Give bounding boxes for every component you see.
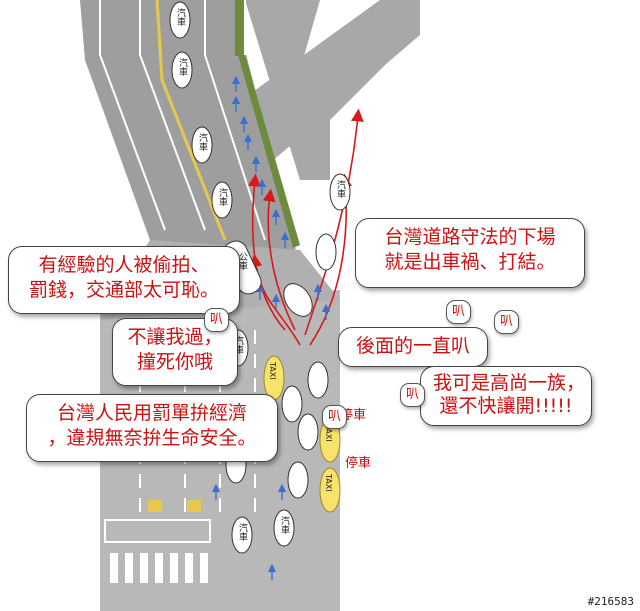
bubble-noble: 我可是高尚一族， 還不快讓開!!!!! <box>420 366 592 426</box>
bubble-line: 有經驗的人被偷拍、 <box>38 254 210 276</box>
car-label-4: 汽車 <box>217 188 227 206</box>
car <box>315 233 337 271</box>
car-label-7: 汽車 <box>237 523 247 541</box>
bubble-line: 我可是高尚一族， <box>433 372 586 394</box>
honk-bubble-1: 叭 <box>204 308 230 332</box>
bubble-fine-economy: 台灣人民用罰單拚經濟 ，違規無奈拚生命安全。 <box>26 394 278 462</box>
green-shoulder <box>238 55 300 248</box>
bubble-line: 不讓我過， <box>127 326 223 348</box>
bubble-line: 台灣道路守法的下場 <box>384 226 556 248</box>
car <box>273 509 295 547</box>
car <box>283 283 313 317</box>
car-label-5: 汽車 <box>335 180 345 198</box>
bubble-line: 撞死你哦 <box>136 351 213 373</box>
taxis <box>263 355 341 513</box>
car <box>231 516 253 554</box>
car <box>287 461 309 499</box>
car <box>211 181 233 219</box>
upper-road <box>80 0 300 320</box>
car <box>191 126 213 164</box>
upper-lane-lines <box>99 0 266 241</box>
bus-label: 公車 <box>237 252 247 270</box>
taxi-label-1: TAXI <box>268 362 277 380</box>
bubble-traffic-result: 台灣道路守法的下場 就是出車禍、打結。 <box>355 218 585 288</box>
car-label-8: 汽車 <box>279 516 289 534</box>
bubble-line: 台灣人民用罰單拚經濟 <box>56 402 247 424</box>
bubble-line: ，違規無奈拚生命安全。 <box>47 427 257 449</box>
car-label-1: 汽車 <box>175 8 185 26</box>
stop-box <box>104 519 211 543</box>
car <box>297 413 319 451</box>
taxi <box>319 467 341 513</box>
car <box>171 51 193 89</box>
bubble-line: 罰錢，交通部太可恥。 <box>28 279 219 301</box>
crosswalk <box>110 553 208 583</box>
bubble-threat: 不讓我過， 撞死你哦 <box>112 318 238 386</box>
watermark: #216583 <box>587 595 634 608</box>
bubble-line: 後面的一直叭 <box>355 335 470 357</box>
yellow-center-line <box>155 0 227 241</box>
parked-label-2: 停車 <box>345 456 372 471</box>
car <box>307 361 329 399</box>
car <box>281 385 303 423</box>
honk-bubble-3: 叭 <box>494 310 520 334</box>
bubble-ministry-shame: 有經驗的人被偷拍、 罰錢，交通部太可恥。 <box>8 246 240 314</box>
car <box>169 1 191 39</box>
road-yellow-marks <box>148 500 201 512</box>
car-label-3: 汽車 <box>197 133 207 151</box>
car <box>329 173 351 211</box>
green-shoulder-top <box>235 0 244 56</box>
taxi-label-3: TAXI <box>324 474 333 492</box>
honk-bubble-4: 叭 <box>400 383 426 407</box>
bubble-line: 還不快讓開!!!!! <box>439 395 573 417</box>
car-label-6: 汽車 <box>233 336 243 354</box>
car-label-2: 汽車 <box>177 58 187 76</box>
bubble-line: 就是出車禍、打結。 <box>384 251 556 273</box>
bubble-honking: 後面的一直叭 <box>338 327 488 367</box>
taxi-label-2: TAXI <box>324 424 333 442</box>
honk-bubble-2: 叭 <box>446 300 472 324</box>
honk-bubble-5: 叭 <box>322 405 348 429</box>
